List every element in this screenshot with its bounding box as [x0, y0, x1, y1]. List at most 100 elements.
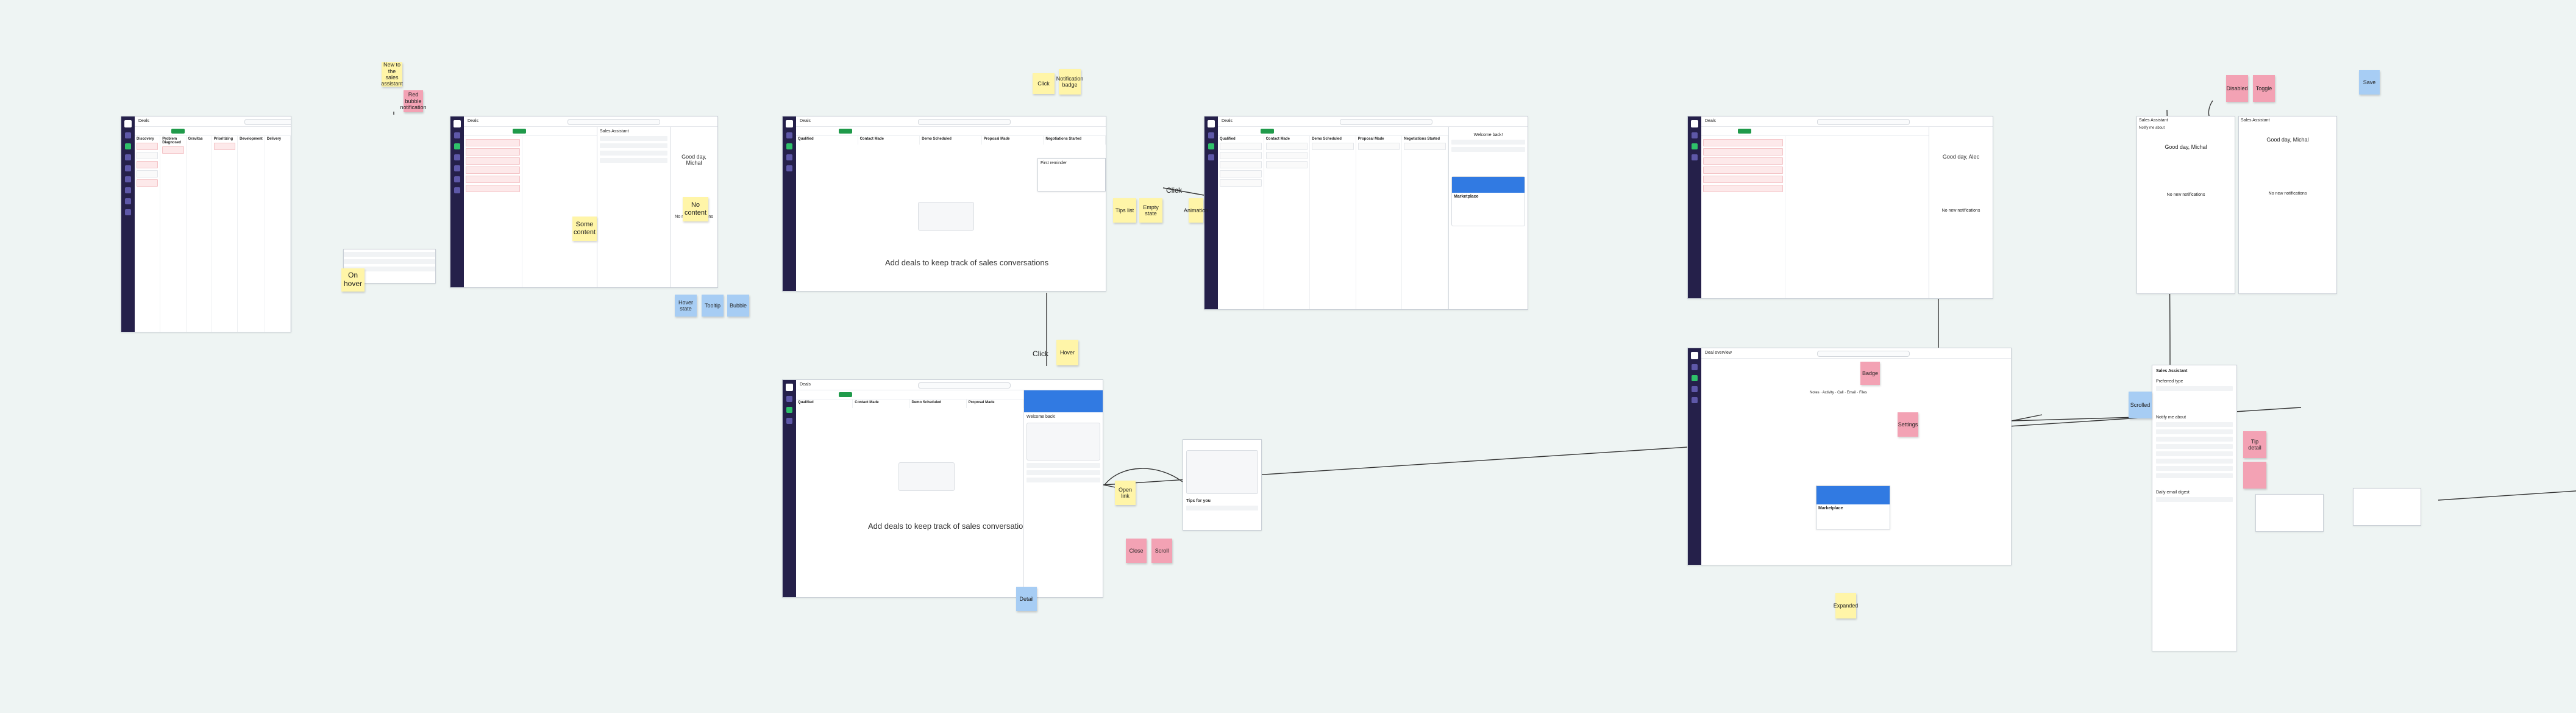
marketplace-card[interactable]: Marketplace — [1451, 176, 1525, 226]
toolbar — [464, 127, 717, 136]
deal-card[interactable] — [1404, 143, 1446, 150]
deal-card[interactable] — [137, 170, 158, 177]
add-deal-button[interactable] — [839, 392, 852, 397]
deals-icon[interactable] — [1692, 364, 1698, 370]
deal-card[interactable] — [137, 161, 158, 168]
deals-icon[interactable] — [786, 132, 792, 138]
stage-column: Demo Scheduled — [920, 136, 982, 145]
logo-icon[interactable] — [454, 120, 461, 127]
deal-card[interactable] — [466, 176, 520, 183]
search-input[interactable] — [244, 119, 291, 125]
deal-card[interactable] — [213, 143, 236, 150]
contacts-icon[interactable] — [125, 176, 131, 182]
deal-card[interactable] — [466, 139, 520, 146]
deal-card[interactable] — [466, 148, 520, 156]
mail-icon[interactable] — [454, 165, 460, 171]
deal-card[interactable] — [137, 152, 158, 159]
logo-icon[interactable] — [124, 120, 132, 127]
mail-icon[interactable] — [1692, 397, 1698, 403]
deals-icon[interactable] — [1208, 132, 1214, 138]
tab-email[interactable]: Email — [1846, 391, 1856, 395]
activities-icon[interactable] — [1692, 386, 1698, 392]
search-input[interactable] — [918, 119, 1011, 125]
add-deal-button[interactable] — [513, 129, 526, 134]
leads-icon[interactable] — [786, 143, 792, 149]
products-icon[interactable] — [125, 198, 131, 204]
leads-icon[interactable] — [786, 407, 792, 413]
marketplace-card[interactable]: Marketplace — [1816, 485, 1890, 529]
deal-card[interactable] — [1220, 143, 1262, 150]
deal-card[interactable] — [1220, 152, 1262, 159]
search-input[interactable] — [1340, 119, 1432, 125]
add-deal-button[interactable] — [839, 129, 852, 134]
deal-card[interactable] — [137, 143, 158, 150]
deal-card[interactable] — [1703, 185, 1783, 192]
deal-card[interactable] — [1220, 179, 1262, 187]
deal-card[interactable] — [1220, 170, 1262, 177]
deal-card[interactable] — [1703, 176, 1783, 183]
contacts-icon[interactable] — [454, 176, 460, 182]
leads-icon[interactable] — [454, 143, 460, 149]
mail-icon[interactable] — [786, 165, 792, 171]
add-deal-button[interactable] — [171, 129, 185, 134]
deals-icon[interactable] — [454, 132, 460, 138]
deal-card[interactable] — [162, 146, 184, 154]
deals-icon[interactable] — [125, 132, 131, 138]
stage-column: Qualified — [796, 136, 858, 145]
deal-card[interactable] — [1703, 157, 1783, 165]
activities-icon[interactable] — [1208, 154, 1214, 160]
activities-icon[interactable] — [1692, 154, 1698, 160]
deal-card[interactable] — [1703, 148, 1783, 156]
deal-card[interactable] — [1265, 143, 1308, 150]
panel-row — [1451, 140, 1525, 145]
search-input[interactable] — [1817, 119, 1910, 125]
deals-icon[interactable] — [1692, 132, 1698, 138]
deal-card[interactable] — [466, 157, 520, 165]
activities-icon[interactable] — [786, 154, 792, 160]
deal-card[interactable] — [1312, 143, 1354, 150]
search-input[interactable] — [1817, 351, 1910, 357]
deal-card[interactable] — [1703, 139, 1783, 146]
search-input[interactable] — [568, 119, 660, 125]
deal-card[interactable] — [1220, 161, 1262, 168]
deals-icon[interactable] — [786, 396, 792, 402]
more-icon[interactable] — [125, 209, 131, 215]
deal-card[interactable] — [1703, 167, 1783, 174]
stage-column: Development — [238, 136, 265, 332]
deal-card[interactable] — [1265, 161, 1308, 168]
search-input[interactable] — [918, 382, 1011, 389]
sticky-note: Hover — [1056, 340, 1078, 365]
setting-row — [2156, 466, 2233, 471]
leads-icon[interactable] — [125, 143, 131, 149]
deal-card[interactable] — [466, 185, 520, 192]
deal-card[interactable] — [137, 179, 158, 187]
preferred-type-select[interactable] — [2156, 386, 2233, 391]
insights-icon[interactable] — [125, 187, 131, 193]
sales-assistant-panel-a: Sales Assistant — [597, 127, 670, 287]
insights-icon[interactable] — [454, 187, 460, 193]
mail-icon[interactable] — [125, 165, 131, 171]
logo-icon[interactable] — [1691, 120, 1698, 127]
deal-card[interactable] — [1357, 143, 1400, 150]
add-deal-button[interactable] — [1261, 129, 1274, 134]
deal-card[interactable] — [466, 167, 520, 174]
activities-icon[interactable] — [786, 418, 792, 424]
tab-activity[interactable]: Activity — [1822, 391, 1834, 395]
tab-files[interactable]: Files — [1859, 391, 1867, 395]
activities-icon[interactable] — [454, 154, 460, 160]
tab-notes[interactable]: Notes — [1810, 391, 1820, 395]
stage-column: Discovery — [135, 136, 161, 332]
leads-icon[interactable] — [1692, 375, 1698, 381]
logo-icon[interactable] — [1691, 352, 1698, 359]
leads-icon[interactable] — [1208, 143, 1214, 149]
stage-column: Proposal Made — [967, 399, 1023, 408]
logo-icon[interactable] — [786, 384, 793, 391]
add-deal-button[interactable] — [1738, 129, 1751, 134]
leads-icon[interactable] — [1692, 143, 1698, 149]
logo-icon[interactable] — [786, 120, 793, 127]
deal-card[interactable] — [1265, 152, 1308, 159]
logo-icon[interactable] — [1208, 120, 1215, 127]
activities-icon[interactable] — [125, 154, 131, 160]
tab-call[interactable]: Call — [1837, 391, 1844, 395]
pipeline-columns: Qualified Contact Made Demo Scheduled Pr… — [796, 399, 1023, 408]
